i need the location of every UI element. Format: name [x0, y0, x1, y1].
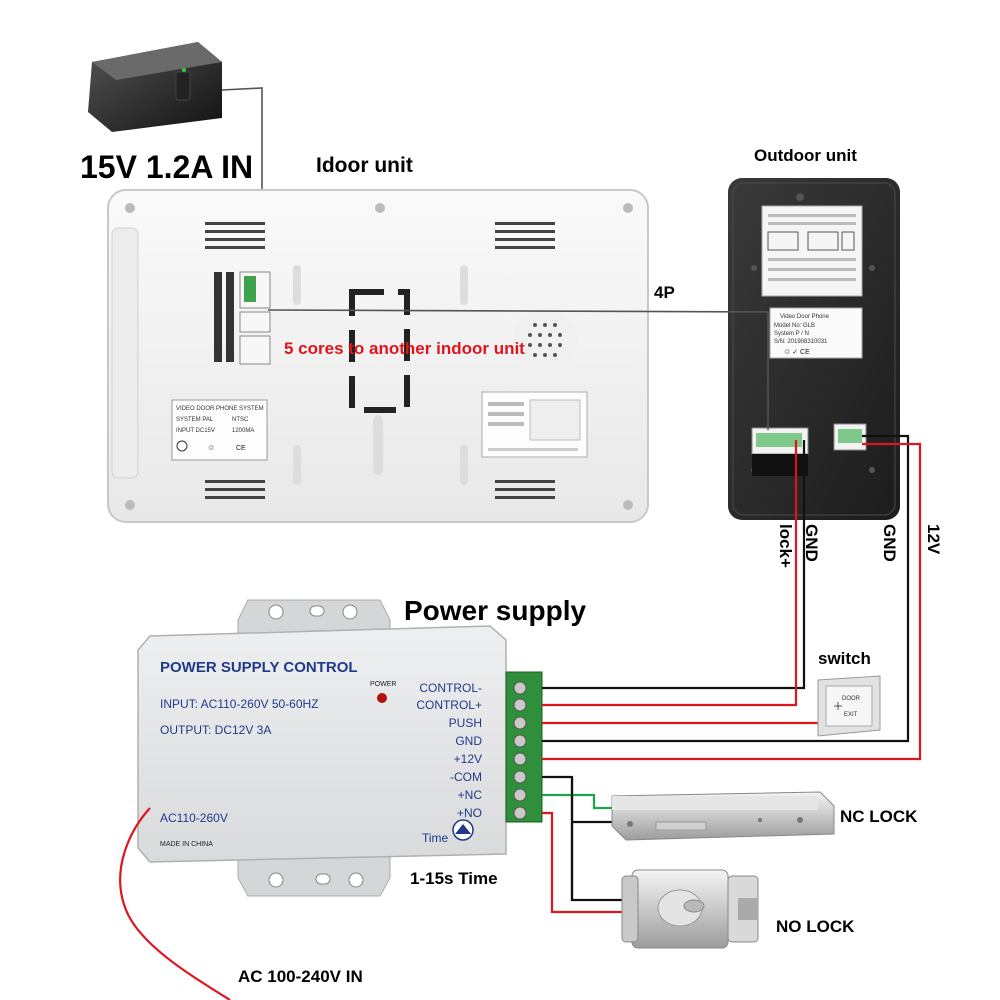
- outdoor-unit: Video Door Phone Model No: GLB System P …: [728, 178, 900, 520]
- psu-ac-label: AC110-260V: [160, 811, 228, 825]
- psu-power-label: POWER: [370, 681, 396, 688]
- terminal-label-gnd: GND: [455, 734, 482, 748]
- indoor-sticker-line1: VIDEO DOOR PHONE SYSTEM: [176, 406, 264, 412]
- psu-title: POWER SUPPLY CONTROL: [160, 659, 358, 676]
- outdoor-sticker-line2: Model No: GLB: [774, 323, 815, 329]
- wire-ac-in: [119, 807, 231, 1000]
- recycle-icon: ♲: [208, 445, 214, 452]
- gnd-label-b: GND: [880, 524, 899, 562]
- indoor-sticker-line2: SYSTEM PAL: [176, 417, 214, 423]
- terminal-label-no: +NO: [457, 806, 482, 820]
- terminal-label-push: PUSH: [449, 716, 482, 730]
- wire-4p: [267, 309, 769, 430]
- power-supply-unit: POWER SUPPLY CONTROL INPUT: AC110-260V 5…: [137, 599, 543, 897]
- five-cores-label: 5 cores to another indoor unit: [284, 339, 525, 358]
- ac-in-label: AC 100-240V IN: [238, 967, 363, 986]
- time-range-label: 1-15s Time: [410, 869, 498, 888]
- outdoor-unit-title: Outdoor unit: [754, 146, 857, 165]
- exit-switch: DOOR EXIT: [817, 675, 881, 737]
- outdoor-wiring-sticker: [761, 205, 863, 297]
- no-lock: [621, 869, 759, 949]
- time-knob-icon[interactable]: [452, 819, 474, 841]
- terminal-label-com: -COM: [450, 770, 482, 784]
- power-led-icon: [377, 693, 387, 703]
- terminal-block: [505, 671, 543, 823]
- ce-mark-icon: CE: [236, 445, 246, 452]
- outdoor-sticker-line4: S/N: 201908310031: [774, 339, 828, 345]
- psu-output: OUTPUT: DC12V 3A: [160, 723, 271, 737]
- power-supply-title: Power supply: [404, 595, 586, 626]
- exit-button-line1: DOOR: [842, 696, 861, 702]
- indoor-sticker-line2b: NTSC: [232, 417, 249, 423]
- indoor-sticker-line3b: 1200MA: [232, 428, 254, 434]
- outdoor-sticker-line1: Video Door Phone: [780, 314, 830, 320]
- outdoor-model-sticker: Video Door Phone Model No: GLB System P …: [769, 307, 863, 359]
- psu-input: INPUT: AC110-260V 50-60HZ: [160, 697, 319, 711]
- nc-lock: [611, 791, 835, 841]
- indoor-unit: VIDEO DOOR PHONE SYSTEM SYSTEM PAL NTSC …: [107, 189, 649, 523]
- terminal-label-12v: +12V: [454, 752, 482, 766]
- indoor-sticker-line3: INPUT DC15V: [176, 428, 215, 434]
- outdoor-ce-icon: ♲ ✓ CE: [784, 349, 810, 356]
- time-knob-label: Time: [422, 831, 449, 845]
- four-p-label: 4P: [654, 283, 675, 302]
- twelve-v-label: 12V: [924, 524, 943, 555]
- indoor-label-right: [481, 391, 588, 458]
- indoor-sticker: VIDEO DOOR PHONE SYSTEM SYSTEM PAL NTSC …: [171, 399, 268, 461]
- no-lock-label: NO LOCK: [776, 917, 855, 936]
- psu-made-in: MADE IN CHINA: [160, 841, 213, 848]
- wires: [542, 434, 922, 914]
- terminal-label-nc: +NC: [458, 788, 483, 802]
- power-adapter: [88, 42, 263, 278]
- adapter-label: 15V 1.2A IN: [80, 149, 253, 185]
- outdoor-sticker-line3: System P / N: [774, 331, 809, 337]
- terminal-label-control-minus: CONTROL-: [419, 681, 482, 695]
- gnd-label-a: GND: [802, 524, 821, 562]
- psu-terminal-labels: CONTROL- CONTROL+ PUSH GND +12V -COM +NC…: [416, 681, 482, 820]
- lock-plus-label: lock+: [776, 524, 795, 568]
- nc-lock-label: NC LOCK: [840, 807, 918, 826]
- indoor-unit-title: Idoor unit: [316, 154, 413, 177]
- exit-button-line2: EXIT: [844, 712, 858, 718]
- switch-label: switch: [818, 649, 871, 668]
- terminal-label-control-plus: CONTROL+: [416, 698, 482, 712]
